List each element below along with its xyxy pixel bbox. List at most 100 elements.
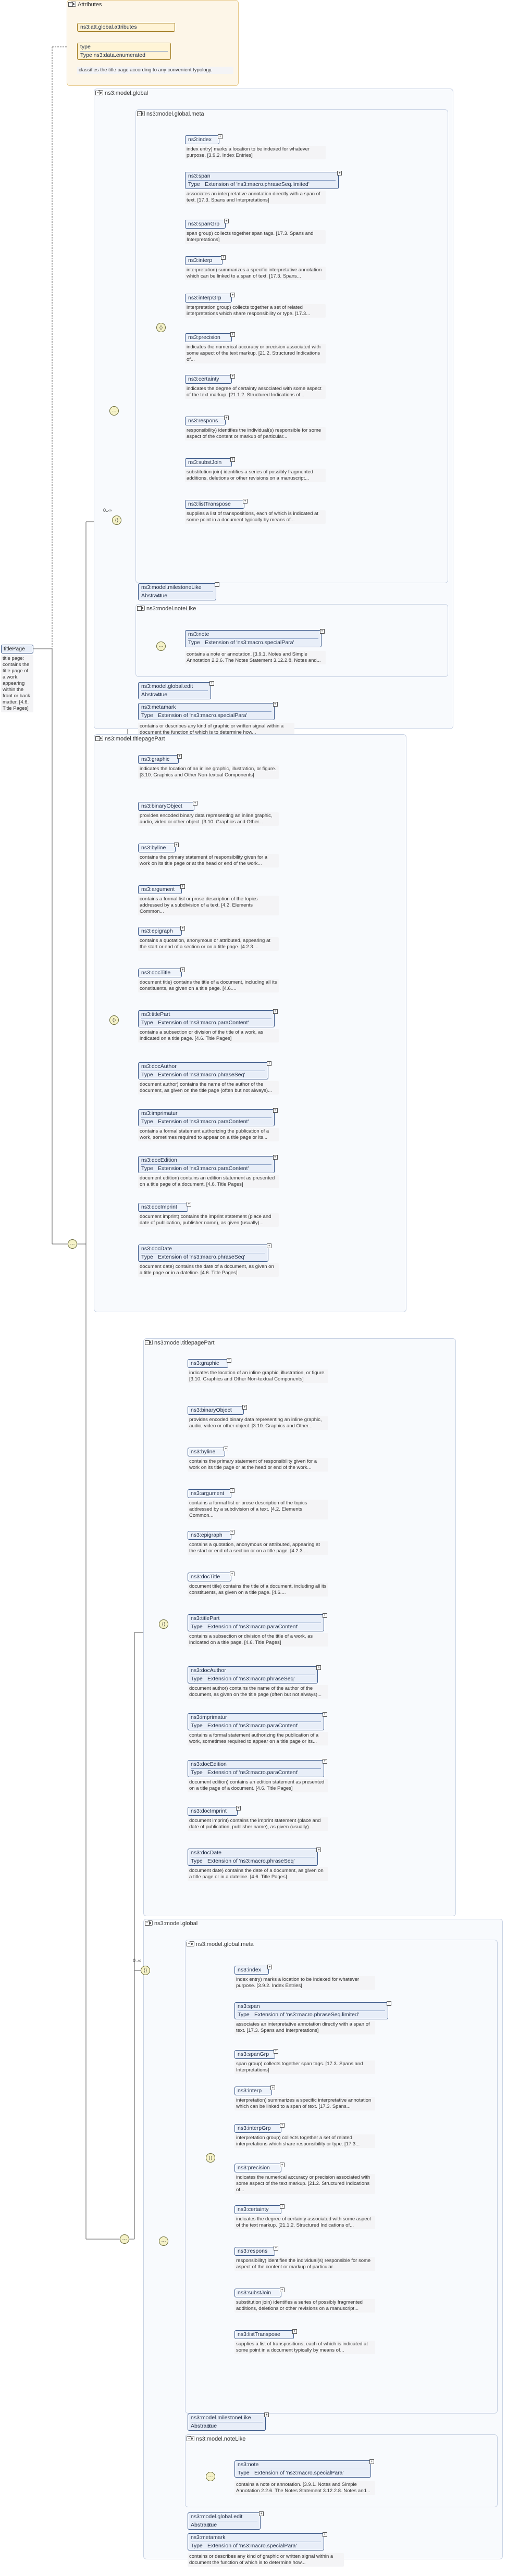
expand-toggle[interactable]: +: [230, 457, 235, 462]
expand-toggle[interactable]: −: [187, 1942, 191, 1946]
lower-tpp-3[interactable]: ns3:argument: [188, 1489, 231, 1498]
expand-toggle[interactable]: +: [322, 1759, 327, 1764]
upper-tpp-1[interactable]: ns3:binaryObject: [138, 802, 194, 811]
lower-tpp-0[interactable]: ns3:graphic: [188, 1359, 228, 1368]
upper-meta-5[interactable]: ns3:precision: [185, 333, 232, 342]
upper-tpp-0[interactable]: ns3:graphic: [138, 755, 179, 764]
expand-toggle[interactable]: +: [270, 2085, 275, 2090]
expand-toggle[interactable]: +: [230, 374, 235, 379]
expand-toggle[interactable]: +: [224, 1447, 228, 1451]
expand-toggle[interactable]: +: [236, 1806, 241, 1811]
expand-toggle[interactable]: −: [187, 2436, 191, 2441]
expand-toggle[interactable]: −: [68, 2, 73, 7]
lower-tpp-10[interactable]: ns3:docImprint: [188, 1807, 238, 1816]
root-element-titlePage[interactable]: titlePage: [1, 645, 33, 654]
expand-toggle[interactable]: +: [292, 2329, 297, 2334]
expand-toggle[interactable]: +: [259, 2511, 264, 2516]
lower-meta-5[interactable]: ns3:precision: [234, 2164, 281, 2172]
expand-toggle[interactable]: +: [209, 681, 214, 686]
lower-tpp-2[interactable]: ns3:byline: [188, 1448, 225, 1456]
expand-toggle[interactable]: +: [267, 1965, 272, 1969]
expand-toggle[interactable]: +: [274, 2246, 278, 2251]
expand-toggle[interactable]: +: [280, 2204, 285, 2209]
upper-tpp-3[interactable]: ns3:argument: [138, 885, 182, 894]
expand-toggle[interactable]: +: [218, 134, 223, 139]
upper-meta-7[interactable]: ns3:respons: [185, 417, 226, 425]
expand-toggle[interactable]: +: [230, 1530, 234, 1535]
expand-toggle[interactable]: −: [145, 1340, 150, 1345]
expand-toggle[interactable]: +: [273, 1155, 278, 1160]
expand-toggle[interactable]: +: [230, 1488, 234, 1493]
upper-meta-9[interactable]: ns3:listTranspose: [185, 500, 244, 509]
expand-toggle[interactable]: +: [180, 926, 185, 931]
lower-tpp-1[interactable]: ns3:binaryObject: [188, 1406, 244, 1415]
lower-meta-6[interactable]: ns3:certainty: [234, 2205, 281, 2214]
expand-toggle[interactable]: +: [280, 2123, 285, 2128]
expand-toggle[interactable]: +: [322, 1712, 327, 1717]
expand-toggle[interactable]: +: [316, 1848, 322, 1852]
upper-tpp-2[interactable]: ns3:byline: [138, 844, 176, 852]
expand-toggle[interactable]: +: [322, 2532, 327, 2537]
expand-toggle[interactable]: +: [273, 702, 278, 707]
expand-toggle[interactable]: +: [337, 171, 342, 175]
lower-meta-4[interactable]: ns3:interpGrp: [234, 2124, 281, 2133]
expand-toggle[interactable]: +: [193, 801, 197, 806]
expand-toggle[interactable]: +: [174, 843, 179, 847]
upper-meta-6[interactable]: ns3:certainty: [185, 375, 232, 384]
upper-tpp-10[interactable]: ns3:docImprint: [138, 1203, 188, 1212]
expand-toggle[interactable]: +: [274, 2049, 278, 2054]
expand-toggle[interactable]: +: [387, 2001, 392, 2006]
expand-toggle[interactable]: +: [322, 1613, 327, 1618]
expand-toggle[interactable]: +: [242, 1405, 247, 1410]
expand-toggle[interactable]: +: [273, 1009, 278, 1014]
upper-meta-3[interactable]: ns3:interp: [185, 256, 223, 265]
expand-toggle[interactable]: −: [95, 736, 100, 741]
upper-meta-0[interactable]: ns3:index: [185, 135, 219, 144]
expand-toggle[interactable]: +: [369, 2459, 374, 2464]
expand-toggle[interactable]: +: [273, 1108, 278, 1113]
expand-toggle[interactable]: +: [180, 967, 185, 972]
lower-meta-3[interactable]: ns3:interp: [234, 2087, 272, 2095]
expand-toggle[interactable]: +: [243, 499, 248, 504]
upper-meta-4[interactable]: ns3:interpGrp: [185, 294, 232, 303]
lower-tpp-4[interactable]: ns3:epigraph: [188, 1531, 231, 1540]
expand-toggle[interactable]: +: [224, 219, 229, 223]
expand-toggle[interactable]: +: [280, 2288, 285, 2292]
expand-toggle[interactable]: +: [187, 1202, 191, 1207]
expand-toggle[interactable]: +: [267, 1243, 272, 1248]
expand-toggle[interactable]: −: [145, 1921, 150, 1926]
expand-toggle[interactable]: +: [224, 416, 229, 420]
lower-tpp-5[interactable]: ns3:docTitle: [188, 1573, 231, 1581]
expand-toggle[interactable]: +: [230, 1572, 234, 1576]
lower-meta-0[interactable]: ns3:index: [234, 1966, 269, 1975]
upper-tpp-5[interactable]: ns3:docTitle: [138, 969, 182, 977]
expand-toggle[interactable]: +: [227, 1358, 231, 1363]
lower-meta-2[interactable]: ns3:spanGrp: [234, 2050, 275, 2059]
expand-toggle[interactable]: +: [319, 629, 325, 634]
expand-toggle[interactable]: +: [215, 582, 219, 587]
expand-toggle[interactable]: +: [221, 255, 226, 260]
expand-toggle[interactable]: −: [137, 111, 142, 116]
expand-toggle[interactable]: +: [264, 2412, 269, 2417]
upper-meta-2[interactable]: ns3:spanGrp: [185, 220, 226, 229]
expand-toggle[interactable]: +: [316, 1665, 322, 1670]
expand-toggle[interactable]: +: [180, 884, 185, 889]
upper-meta-8[interactable]: ns3:substJoin: [185, 458, 232, 467]
